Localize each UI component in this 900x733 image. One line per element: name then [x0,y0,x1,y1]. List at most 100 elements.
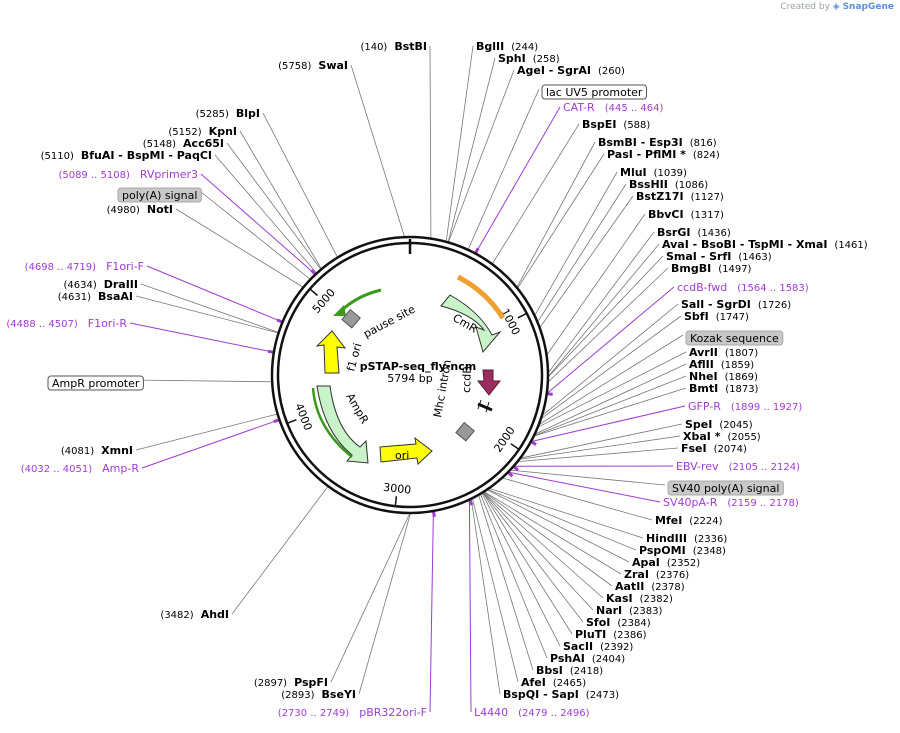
enzyme-fsei[interactable]: FseI(2074) [681,442,747,455]
enzyme-pasi-pflmi[interactable]: PasI - PflMI *(824) [607,148,720,161]
enzyme-bbvci[interactable]: BbvCI(1317) [648,208,724,221]
enzyme-bseyi[interactable]: BseYI(2893) [281,688,356,701]
feature-lac-uv5-promoter-leader [467,88,540,250]
enzyme-pluti[interactable]: PluTI(2386) [575,628,647,641]
enzyme-blpi-leader [262,112,338,258]
enzyme-sacii[interactable]: SacII(2392) [563,640,633,653]
primer-amp-r-leader [141,419,280,469]
enzyme-pspfi[interactable]: PspFI(2897) [254,676,328,689]
primer-sv40pa-r[interactable]: SV40pA-R(2159 .. 2178) [663,496,799,509]
enzyme-xbai[interactable]: XbaI *(2055) [683,430,761,443]
enzyme-sphi-leader [447,57,496,243]
enzyme-avrii-position: (1807) [725,348,758,359]
enzyme-nari[interactable]: NarI(2383) [596,604,663,617]
enzyme-sphi[interactable]: SphI(258) [498,52,560,65]
primer-f1ori-f-leader [146,265,283,323]
enzyme-noti[interactable]: NotI(4980) [107,203,173,216]
enzyme-aflii[interactable]: AflII(1859) [689,358,754,371]
snapgene-logo-icon: ◈ [832,2,840,12]
enzyme-bstz17i[interactable]: BstZ17I(1127) [636,190,724,203]
enzyme-agei-sgrai[interactable]: AgeI - SgrAI(260) [517,64,625,77]
primer-gfp-r[interactable]: GFP-R(1899 .. 1927) [688,400,802,413]
enzyme-bglii[interactable]: BglII(244) [476,40,538,53]
primer-amp-r[interactable]: Amp-R(4032 .. 4051) [21,462,140,475]
enzyme-bstz17i-leader [539,195,634,329]
enzyme-bmgbi[interactable]: BmgBI(1497) [671,262,752,275]
feature-poly-a-signal[interactable]: poly(A) signal [117,187,202,203]
primer-f1ori-r[interactable]: F1ori-R(4488 .. 4507) [6,317,127,330]
enzyme-ahdi[interactable]: AhdI (3482) [160,608,229,621]
primer-pbr322ori-f-range: (2730 .. 2749) [278,708,350,719]
enzyme-sfoi[interactable]: SfoI(2384) [586,616,651,629]
enzyme-afei[interactable]: AfeI(2465) [521,676,586,689]
primer-cat-r[interactable]: CAT-R(445 .. 464) [563,101,663,114]
enzyme-pshai-position: (2404) [592,654,625,665]
enzyme-sali-sgrdi-position: (1726) [758,300,791,311]
enzyme-bmti[interactable]: BmtI(1873) [689,382,759,395]
enzyme-ahdi-name: AhdI [201,608,229,621]
enzyme-nhei[interactable]: NheI(1869) [689,370,758,383]
enzyme-spei[interactable]: SpeI(2045) [685,418,753,431]
enzyme-kpni[interactable]: KpnI(5152) [168,125,237,138]
enzyme-aatii[interactable]: AatII(2378) [615,580,685,593]
enzyme-swai[interactable]: SwaI(5758) [278,59,348,72]
enzyme-zrai-leader [483,491,622,575]
primer-pbr322ori-f[interactable]: pBR322ori-F(2730 .. 2749) [278,706,427,719]
enzyme-kasi[interactable]: KasI(2382) [606,592,673,605]
enzyme-bspei[interactable]: BspEI(588) [582,118,650,131]
enzyme-bsaai[interactable]: BsaAI(4631) [58,290,133,303]
ampr-label: AmpR [343,391,371,426]
enzyme-mlui[interactable]: MluI(1039) [620,166,687,179]
enzyme-pspomi[interactable]: PspOMI(2348) [639,544,726,557]
feature-sv40-poly-a-signal-label: SV40 poly(A) signal [672,482,779,495]
enzyme-hindiii[interactable]: HindIII(2336) [646,532,727,545]
ampr-arrow [316,385,369,464]
enzyme-apai-position: (2352) [667,558,700,569]
feature-kozak-sequence[interactable]: Kozak sequence [685,330,784,346]
enzyme-pspfi-leader [330,512,411,683]
enzyme-bsmbi-esp3i[interactable]: BsmBI - Esp3I(816) [598,136,717,149]
primer-f1ori-f[interactable]: F1ori-F(4698 .. 4719) [25,260,144,273]
feature-lac-uv5-promoter[interactable]: lac UV5 promoter [541,84,647,100]
ampr-green-arc [311,387,353,458]
enzyme-apai[interactable]: ApaI(2352) [632,556,700,569]
enzyme-pshai[interactable]: PshAI(2404) [550,652,625,665]
enzyme-bspei-position: (588) [623,120,650,131]
enzyme-aflii-position: (1859) [721,360,754,371]
enzyme-kpni-position: (5152) [168,127,201,138]
ccdb-arrow [476,369,502,396]
enzyme-draiii[interactable]: DraIII(4634) [63,278,138,291]
primer-ebv-rev-range: (2105 .. 2124) [729,462,801,473]
enzyme-bspqi-sapi[interactable]: BspQI - SapI(2473) [503,688,619,701]
enzyme-bsshii[interactable]: BssHII(1086) [629,178,708,191]
primer-l4440[interactable]: L4440(2479 .. 2496) [474,706,590,719]
enzyme-sali-sgrdi[interactable]: SalI - SgrDI(1726) [681,298,791,311]
enzyme-pshai-leader [479,493,548,659]
enzyme-avrii[interactable]: AvrII(1807) [689,346,758,359]
primer-ccdb-fwd-leader [546,286,675,394]
primer-ccdb-fwd[interactable]: ccdB-fwd(1564 .. 1583) [677,281,809,294]
enzyme-bbsi[interactable]: BbsI(2418) [536,664,603,677]
enzyme-avai-bsobi-tspmi-xmai[interactable]: AvaI - BsoBI - TspMI - XmaI(1461) [662,238,868,251]
enzyme-bfuai-bspmi-paqci[interactable]: BfuAI - BspMI - PaqCI(5110) [41,149,212,162]
enzyme-bsrgi[interactable]: BsrGI(1436) [657,226,731,239]
enzyme-xmni[interactable]: XmnI(4081) [61,444,133,457]
enzyme-bmti-leader [533,387,687,437]
feature-ampr-promoter[interactable]: AmpR promoter [47,375,144,391]
primer-ebv-rev[interactable]: EBV-rev(2105 .. 2124) [676,460,800,473]
enzyme-smai-srfi[interactable]: SmaI - SrfI(1463) [666,250,772,263]
enzyme-acc65i[interactable]: Acc65I(5148) [143,137,224,150]
primer-cat-r-marker [474,247,480,254]
enzyme-blpi[interactable]: BlpI(5285) [196,107,260,120]
enzyme-sbfi[interactable]: SbfI(1747) [684,310,749,323]
enzyme-pluti-leader [482,492,573,635]
enzyme-afei-position: (2465) [553,678,586,689]
enzyme-zrai[interactable]: ZraI(2376) [624,568,689,581]
enzyme-ahdi-position: (3482) [160,610,193,621]
primer-rvprimer3[interactable]: RVprimer3(5089 .. 5108) [58,168,198,181]
enzyme-mfei[interactable]: MfeI(2224) [655,514,723,527]
enzyme-bstbi[interactable]: BstBI(140) [360,40,427,53]
feature-sv40-poly-a-signal[interactable]: SV40 poly(A) signal [667,480,784,496]
f1-ori-arrow [315,330,347,374]
